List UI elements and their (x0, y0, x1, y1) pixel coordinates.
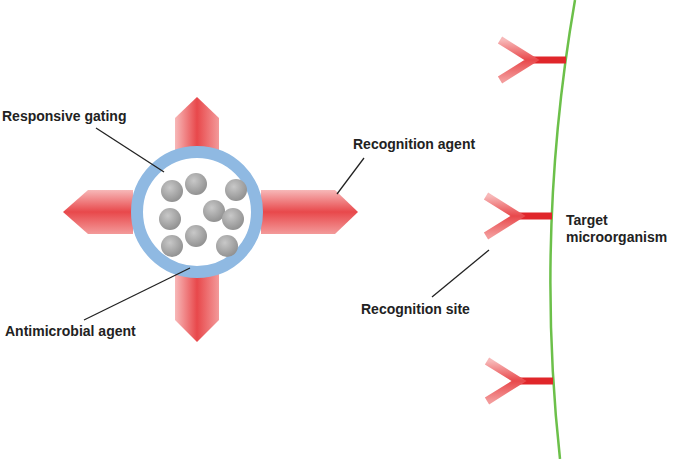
receptor (500, 40, 566, 80)
receptors (486, 40, 566, 401)
arrow-down (175, 272, 219, 342)
label: Recognition agent (353, 136, 475, 153)
particle (185, 173, 207, 195)
leader-line (96, 128, 164, 172)
particle (161, 180, 183, 202)
particle (216, 235, 238, 257)
particle (161, 235, 183, 257)
arrow-right (261, 190, 358, 234)
leader-line (84, 268, 190, 320)
label: Antimicrobial agent (5, 323, 136, 340)
particle (222, 208, 244, 230)
particle (203, 200, 225, 222)
leader-lines (84, 128, 489, 320)
particle (185, 225, 207, 247)
recognition-agent-arrows (63, 97, 358, 342)
gating-ring (137, 152, 257, 272)
receptor (487, 361, 553, 401)
label: Responsive gating (2, 108, 126, 125)
receptor (486, 196, 552, 236)
arrow-left (63, 190, 133, 234)
label: Recognition site (361, 301, 470, 318)
receptor-arms (486, 196, 518, 236)
particle (159, 208, 181, 230)
label: Target microorganism (566, 212, 678, 246)
leader-line (337, 158, 364, 194)
particle (225, 179, 247, 201)
antimicrobial-particles (159, 173, 247, 257)
receptor-arms (500, 40, 532, 80)
leader-line (432, 250, 489, 297)
receptor-arms (487, 361, 519, 401)
arrow-up (175, 97, 219, 152)
